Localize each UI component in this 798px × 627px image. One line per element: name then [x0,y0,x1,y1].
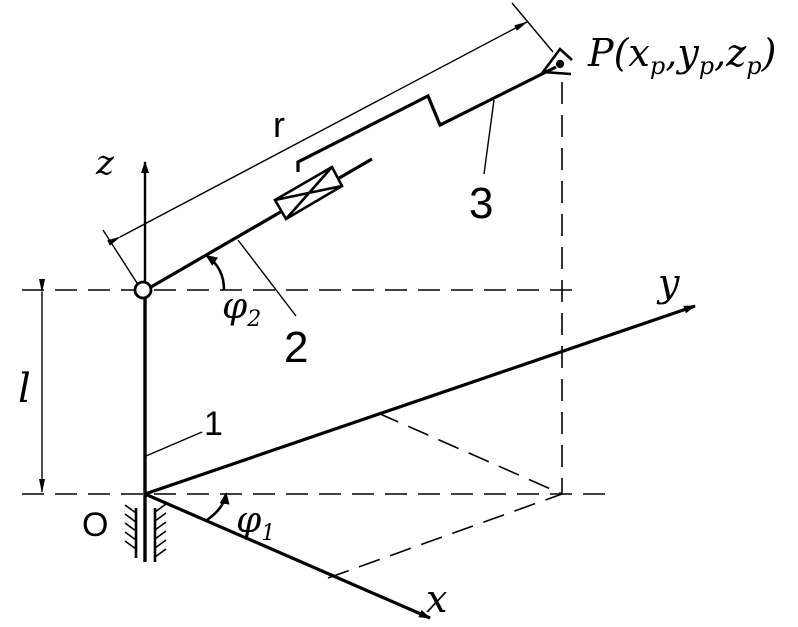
y-axis-line [144,304,696,496]
axes [141,161,696,620]
height-label: l [18,366,31,412]
angle-phi2-label: φ2 [222,286,261,332]
dashed-projection-y [377,412,563,495]
leader-link-3 [483,99,495,175]
point-p-label: P(xp,yp,zp) [587,31,776,80]
dimension-r [102,2,554,284]
origin-label: O [82,506,108,544]
length-label: r [273,104,285,145]
dashed-projection-x [327,493,563,579]
base-bearing [124,503,167,562]
link-2-label: 2 [284,323,308,372]
leader-link-2 [237,239,297,317]
gripper [540,47,573,76]
revolute-joint [133,280,153,300]
y-axis-label: y [656,261,680,305]
link-1-label: 1 [204,405,223,443]
x-axis-label: x [426,577,447,621]
angle-arc-phi2 [205,254,226,291]
z-axis-label: z [95,143,115,183]
dashed-construction-lines [22,82,612,579]
x-axis-line [144,492,431,620]
link-3-sliding-arm [296,65,557,172]
leader-link-1 [145,431,203,457]
leader-lines [145,99,495,457]
angle-phi1-label: φ1 [236,500,275,546]
prismatic-joint [273,165,344,221]
link-3-label: 3 [469,179,493,228]
angle-arc-phi1 [206,492,230,522]
